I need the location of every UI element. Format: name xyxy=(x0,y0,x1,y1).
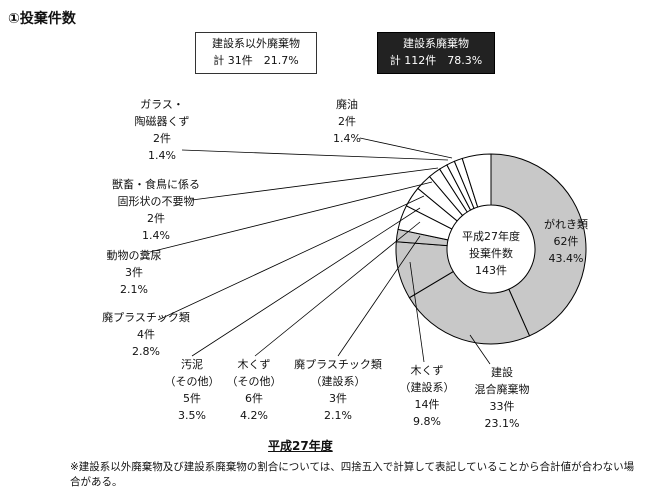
leader-line-3 xyxy=(149,181,433,253)
label-haiyu-name: 廃油 xyxy=(336,98,358,111)
label-plastic-kensetsu-count: 3件 xyxy=(329,392,347,405)
leader-line-1 xyxy=(181,149,449,161)
leader-line-8 xyxy=(409,261,425,363)
label-kikuzu-other-percent: 4.2% xyxy=(240,409,268,422)
label-haiyu-count: 2件 xyxy=(338,115,356,128)
label-konzatsu: 建設 混合廃棄物 33件 23.1% xyxy=(462,364,542,432)
leader-line-4 xyxy=(157,195,425,321)
label-glass: ガラス・ 陶磁器くず 2件 1.4% xyxy=(122,96,202,164)
center-line-caption: 投棄件数 xyxy=(469,247,513,260)
label-funnyo-percent: 2.1% xyxy=(120,283,148,296)
label-gareki-percent: 43.4% xyxy=(548,252,584,265)
label-plastic-kensetsu-name1: 廃プラスチック類 xyxy=(294,358,382,371)
label-haiyu-percent: 1.4% xyxy=(333,132,361,145)
donut-slice-1 xyxy=(408,270,531,345)
label-juchiku: 獣畜・食鳥に係る 固形状の不要物 2件 1.4% xyxy=(100,176,212,244)
label-plastic-kensetsu-name2: （建設系） xyxy=(310,375,366,388)
label-haiyu: 廃油 2件 1.4% xyxy=(320,96,374,147)
label-kikuzu-other-count: 6件 xyxy=(245,392,263,405)
label-konzatsu-count: 33件 xyxy=(489,400,515,413)
label-kikuzu-other-name2: （その他） xyxy=(226,375,282,388)
label-gareki: がれき類 62件 43.4% xyxy=(534,216,598,267)
label-glass-count: 2件 xyxy=(153,132,171,145)
label-odei-name1: 汚泥 xyxy=(181,358,203,371)
leader-line-7 xyxy=(337,235,421,357)
label-plastic-percent: 2.8% xyxy=(132,345,160,358)
label-funnyo: 動物の糞尿 3件 2.1% xyxy=(94,247,174,298)
leader-line-9 xyxy=(469,334,491,365)
label-plastic-kensetsu: 廃プラスチック類 （建設系） 3件 2.1% xyxy=(286,356,390,424)
construction-summary-total: 計 112件 78.3% xyxy=(389,54,483,67)
label-juchiku-percent: 1.4% xyxy=(142,229,170,242)
label-konzatsu-name1: 建設 xyxy=(491,366,513,379)
donut-slice-0 xyxy=(490,153,587,337)
label-juchiku-count: 2件 xyxy=(147,212,165,225)
donut-slice-11 xyxy=(461,153,492,208)
label-plastic: 廃プラスチック類 4件 2.8% xyxy=(94,309,198,360)
construction-summary-box: 建設系廃棄物 計 112件 78.3% xyxy=(377,32,495,74)
leader-line-0 xyxy=(359,137,453,159)
footnote: ※建設系以外廃棄物及び建設系廃棄物の割合については、四捨五入で計算して表記してい… xyxy=(70,461,635,488)
label-odei-name2: （その他） xyxy=(164,375,220,388)
label-kikuzu-kensetsu-name2: （建設系） xyxy=(399,381,455,394)
label-glass-name2: 陶磁器くず xyxy=(134,115,190,128)
construction-summary-label: 建設系廃棄物 xyxy=(403,37,469,50)
label-glass-name1: ガラス・ xyxy=(140,98,184,111)
label-kikuzu-kensetsu-name1: 木くず xyxy=(410,364,444,377)
label-plastic-count: 4件 xyxy=(137,328,155,341)
label-plastic-name: 廃プラスチック類 xyxy=(102,311,190,324)
label-juchiku-name2: 固形状の不要物 xyxy=(117,195,195,208)
center-line-total: 143件 xyxy=(475,264,507,277)
label-kikuzu-kensetsu-percent: 9.8% xyxy=(413,415,441,428)
label-gareki-count: 62件 xyxy=(553,235,579,248)
non-construction-summary-box: 建設系以外廃棄物 計 31件 21.7% xyxy=(195,32,317,74)
label-kikuzu-kensetsu-count: 14件 xyxy=(414,398,440,411)
chart-caption: 平成27年度 xyxy=(268,439,333,453)
leader-line-2 xyxy=(191,167,439,201)
label-juchiku-name1: 獣畜・食鳥に係る xyxy=(112,178,200,191)
label-odei: 汚泥 （その他） 5件 3.5% xyxy=(160,356,224,424)
label-kikuzu-kensetsu: 木くず （建設系） 14件 9.8% xyxy=(396,362,458,430)
leader-line-6 xyxy=(254,221,421,357)
label-kikuzu-other-name1: 木くず xyxy=(237,358,271,371)
center-line-year: 平成27年度 xyxy=(462,230,520,243)
non-construction-summary-total: 計 31件 21.7% xyxy=(213,54,299,67)
label-kikuzu-other: 木くず （その他） 6件 4.2% xyxy=(222,356,286,424)
label-odei-count: 5件 xyxy=(183,392,201,405)
label-odei-percent: 3.5% xyxy=(178,409,206,422)
label-gareki-name: がれき類 xyxy=(544,218,588,231)
label-funnyo-count: 3件 xyxy=(125,266,143,279)
chart-center-label: 平成27年度 投棄件数 143件 xyxy=(448,228,534,279)
non-construction-summary-label: 建設系以外廃棄物 xyxy=(212,37,300,50)
label-konzatsu-percent: 23.1% xyxy=(484,417,520,430)
label-konzatsu-name2: 混合廃棄物 xyxy=(474,383,530,396)
label-plastic-kensetsu-percent: 2.1% xyxy=(324,409,352,422)
leader-line-5 xyxy=(191,207,421,357)
label-funnyo-name: 動物の糞尿 xyxy=(106,249,162,262)
section-title: ①投棄件数 xyxy=(8,11,76,27)
label-glass-percent: 1.4% xyxy=(148,149,176,162)
